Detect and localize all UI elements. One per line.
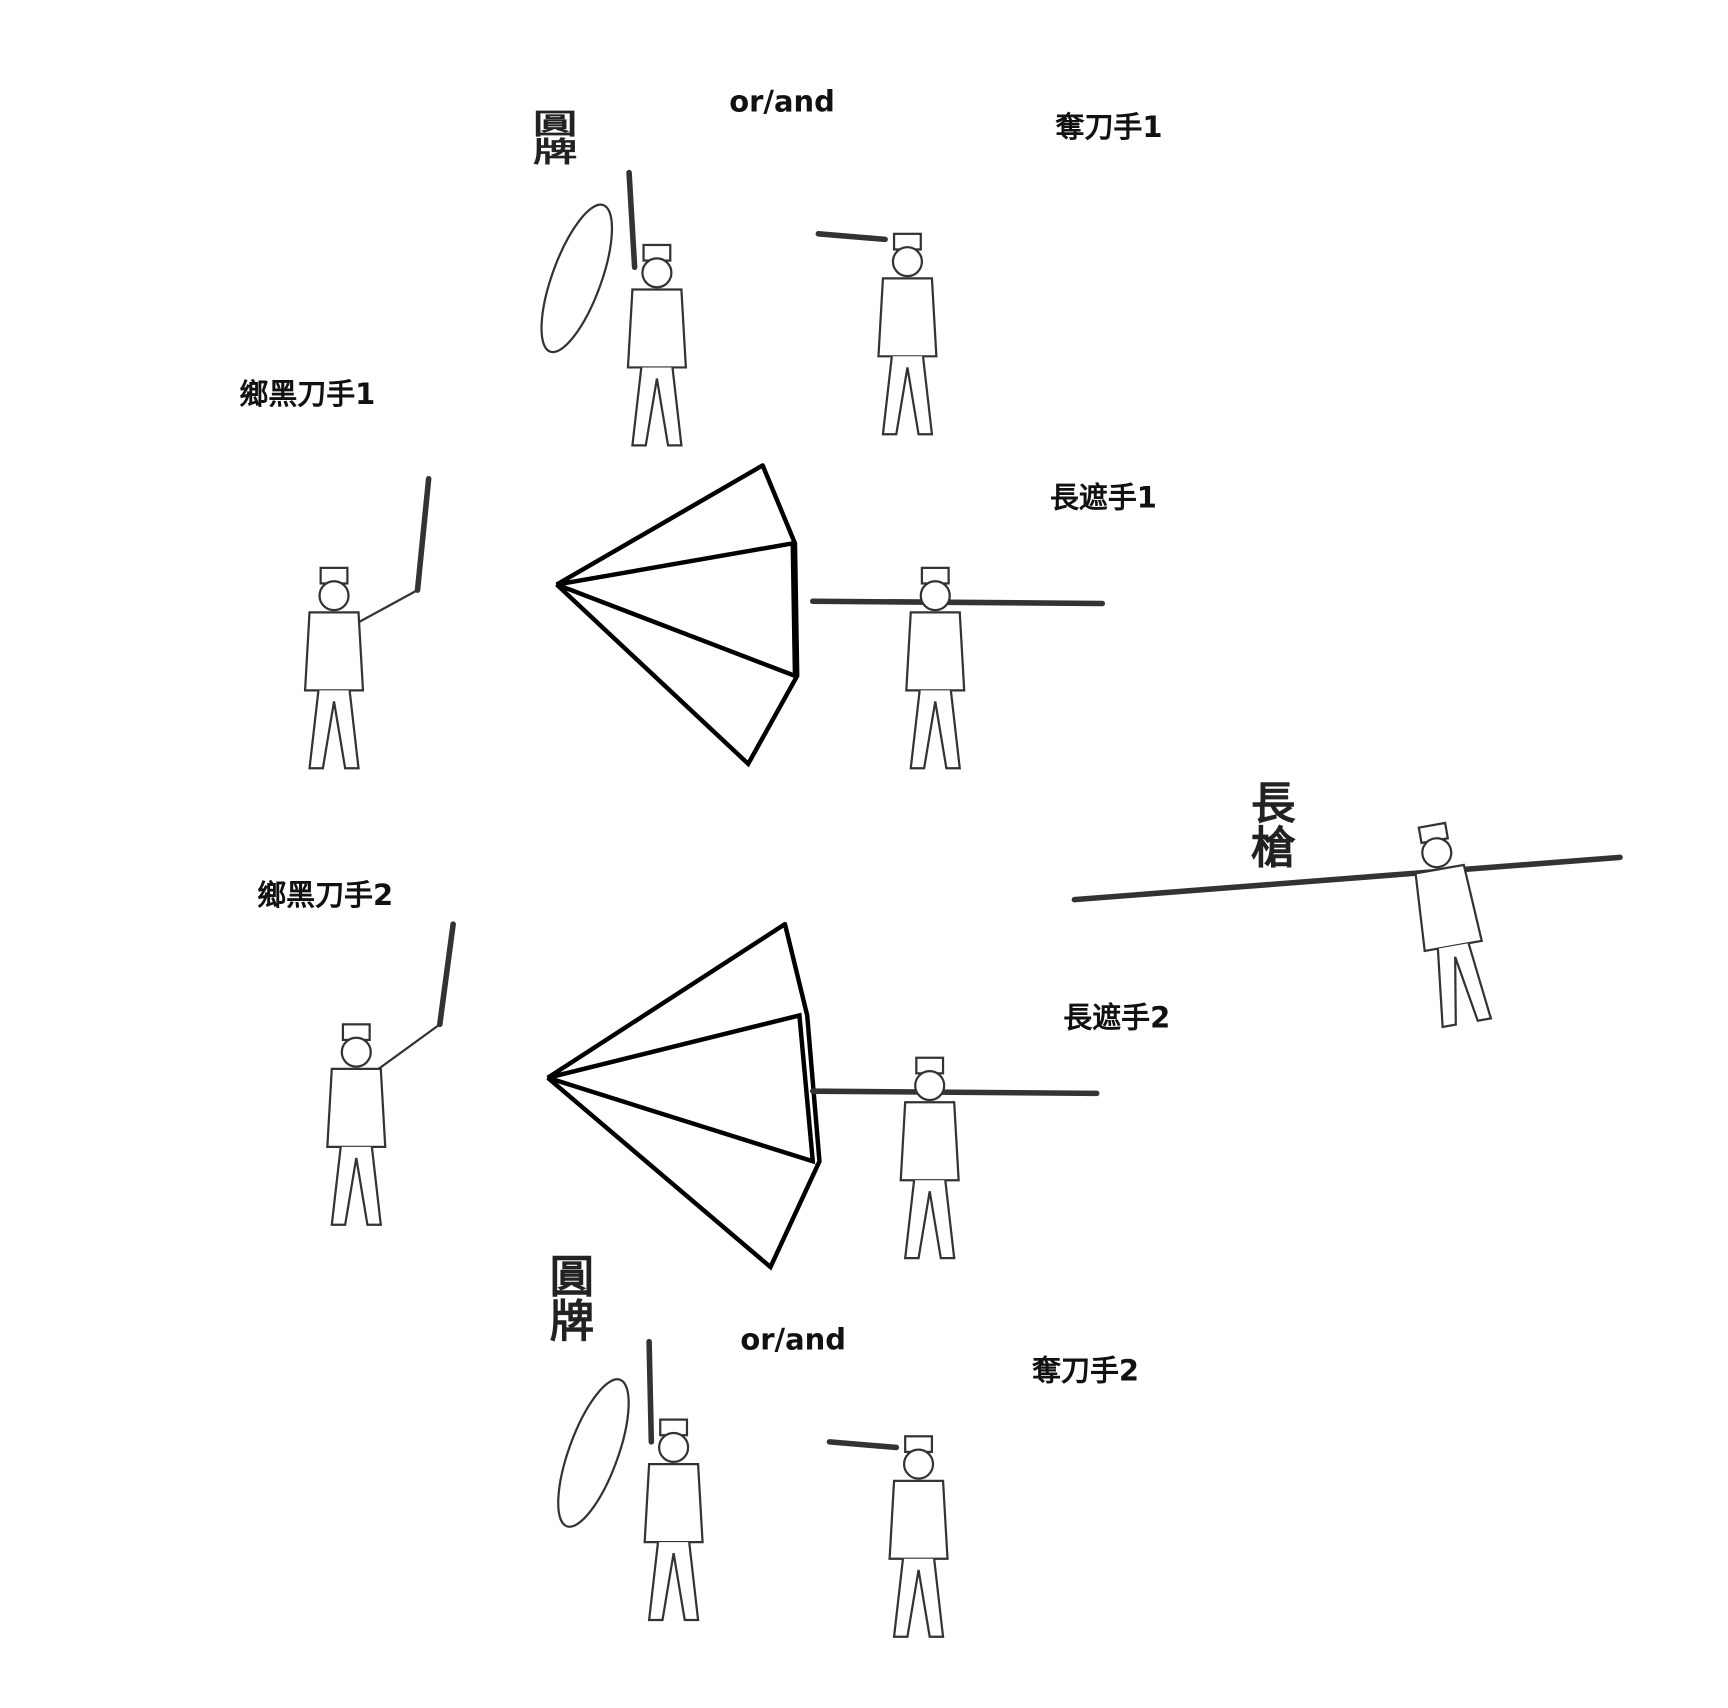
long-spear-figure — [1071, 819, 1623, 1029]
snatch-blade-figure-2 — [826, 1435, 949, 1638]
formation-fan-2 — [546, 921, 822, 1271]
long-screen-label-2: 長遮手2 — [1063, 1001, 1170, 1035]
formation-fan-1 — [555, 463, 800, 768]
shield-bearer-figure-bottom — [557, 1338, 704, 1622]
long-screen-label-1: 長遮手1 — [1050, 481, 1157, 515]
rattan-blade-figure-2 — [326, 921, 456, 1226]
rattan-blade-label-1: 鄉黑刀手1 — [239, 377, 375, 411]
snatch-blade-figure-1 — [815, 231, 938, 436]
shield-label-top: 圓牌 — [525, 109, 578, 165]
long-screen-figure-1 — [810, 566, 1106, 770]
long-spear-label: 長槍 — [1243, 779, 1296, 868]
or-and-label-bottom: or/and — [740, 1322, 846, 1356]
shield-label-bottom: 圓牌 — [541, 1253, 594, 1342]
shield-bearer-figure-top — [540, 169, 687, 447]
rattan-blade-label-2: 鄉黑刀手2 — [257, 878, 393, 912]
snatch-blade-label-1: 奪刀手1 — [1056, 110, 1163, 144]
or-and-label-top: or/and — [729, 84, 835, 118]
rattan-blade-figure-1 — [303, 476, 432, 770]
snatch-blade-label-2: 奪刀手2 — [1032, 1354, 1139, 1388]
long-screen-figure-2 — [810, 1056, 1100, 1260]
